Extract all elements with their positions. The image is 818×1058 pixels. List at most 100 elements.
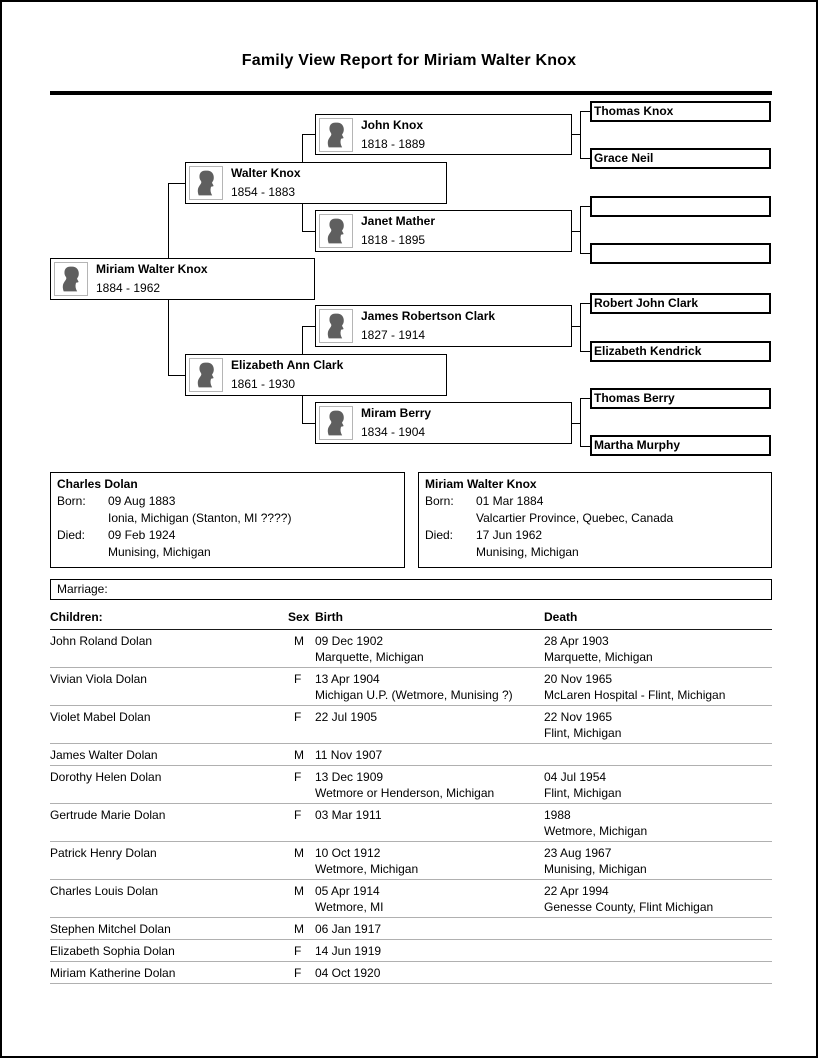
child-birth-date: 09 Dec 1902 bbox=[315, 634, 384, 648]
children-table-row: Elizabeth Sophia Dolan F 14 Jun 1919 bbox=[50, 940, 772, 962]
person-name: Janet Mather bbox=[361, 214, 436, 228]
child-sex: F bbox=[294, 672, 302, 686]
born-place: Ionia, Michigan (Stanton, MI ????) bbox=[108, 511, 292, 525]
child-birth-date: 10 Oct 1912 bbox=[315, 846, 381, 860]
child-birth-place: Wetmore or Henderson, Michigan bbox=[315, 786, 495, 800]
born-place: Valcartier Province, Quebec, Canada bbox=[476, 511, 674, 525]
tree-box-great-grandparent-grace-neil: Grace Neil bbox=[590, 148, 771, 169]
person-name: Thomas Knox bbox=[594, 104, 674, 118]
child-name: John Roland Dolan bbox=[50, 634, 153, 648]
children-table-row: Stephen Mitchel Dolan M 06 Jan 1917 bbox=[50, 918, 772, 940]
child-death-date: 1988 bbox=[544, 808, 571, 822]
tree-connector-line bbox=[302, 423, 315, 424]
child-birth-place: Wetmore, Michigan bbox=[315, 862, 419, 876]
child-birth-date: 14 Jun 1919 bbox=[315, 944, 382, 958]
tree-connector-line bbox=[572, 231, 580, 232]
born-label: Born: bbox=[57, 494, 86, 508]
died-label: Died: bbox=[425, 528, 454, 542]
child-birth-date: 06 Jan 1917 bbox=[315, 922, 382, 936]
children-table: Children: Sex Birth Death John Roland Do… bbox=[50, 606, 772, 984]
person-name: Robert John Clark bbox=[594, 296, 699, 310]
child-name: Violet Mabel Dolan bbox=[50, 710, 151, 724]
child-sex: M bbox=[294, 884, 304, 898]
child-name: Patrick Henry Dolan bbox=[50, 846, 157, 860]
tree-connector-line bbox=[580, 206, 590, 207]
tree-connector-line bbox=[580, 446, 590, 447]
tree-connector-line bbox=[580, 111, 590, 112]
person-dates: 1854 - 1883 bbox=[231, 185, 296, 199]
tree-connector-line bbox=[580, 398, 590, 399]
tree-box-father: Walter Knox 1854 - 1883 bbox=[185, 162, 447, 204]
person-name: Miram Berry bbox=[361, 406, 432, 420]
tree-connector-line bbox=[168, 183, 185, 184]
child-death-date: 23 Aug 1967 bbox=[544, 846, 612, 860]
died-place: Munising, Michigan bbox=[108, 545, 211, 559]
child-death bbox=[544, 965, 772, 981]
spouse-detail-panel: Charles Dolan Born:09 Aug 1883 Ionia, Mi… bbox=[50, 472, 405, 568]
person-name: Grace Neil bbox=[594, 151, 654, 165]
child-sex: M bbox=[294, 846, 304, 860]
child-sex: F bbox=[294, 944, 302, 958]
person-dates: 1818 - 1889 bbox=[361, 136, 426, 151]
tree-connector-line bbox=[580, 253, 590, 254]
tree-connector-line bbox=[302, 326, 315, 327]
tree-connector-line bbox=[580, 111, 581, 159]
child-name: Dorothy Helen Dolan bbox=[50, 770, 162, 784]
child-birth-place: Wetmore, MI bbox=[315, 900, 384, 914]
child-birth-date: 22 Jul 1905 bbox=[315, 710, 378, 724]
tree-connector-line bbox=[572, 423, 580, 424]
child-name: Gertrude Marie Dolan bbox=[50, 808, 166, 822]
person-silhouette-icon bbox=[319, 214, 353, 248]
person-dates: 1818 - 1895 bbox=[361, 233, 426, 247]
person-name: James Robertson Clark bbox=[361, 309, 496, 323]
person-name: Walter Knox bbox=[231, 166, 301, 180]
header-sex: Sex bbox=[288, 610, 310, 624]
child-sex: M bbox=[294, 634, 304, 648]
tree-connector-line bbox=[580, 303, 581, 352]
child-death-date: 22 Nov 1965 bbox=[544, 710, 613, 724]
children-table-row: James Walter Dolan M 11 Nov 1907 bbox=[50, 744, 772, 766]
died-date: 17 Jun 1962 bbox=[476, 528, 543, 542]
person-name: Thomas Berry bbox=[594, 391, 675, 405]
person-silhouette-icon bbox=[319, 309, 353, 343]
tree-box-grandparent-james-robertson-clark: James Robertson Clark 1827 - 1914 bbox=[315, 305, 572, 347]
page-title: Family View Report for Miriam Walter Kno… bbox=[241, 52, 577, 69]
born-label: Born: bbox=[425, 494, 454, 508]
child-sex: F bbox=[294, 808, 302, 822]
person-name: John Knox bbox=[361, 117, 423, 132]
title-rule bbox=[50, 91, 772, 95]
died-date: 09 Feb 1924 bbox=[108, 528, 176, 542]
child-sex: M bbox=[294, 748, 304, 762]
tree-box-grandparent-janet-mather: Janet Mather 1818 - 1895 bbox=[315, 210, 572, 252]
tree-box-great-grandparent-thomas-knox: Thomas Knox bbox=[590, 101, 771, 122]
person-name: Miriam Walter Knox bbox=[96, 262, 208, 276]
child-birth-date: 04 Oct 1920 bbox=[315, 966, 381, 980]
children-table-row: Miriam Katherine Dolan F 04 Oct 1920 bbox=[50, 962, 772, 984]
person-dates: 1834 - 1904 bbox=[361, 425, 426, 439]
died-label: Died: bbox=[57, 528, 86, 542]
marriage-bar: Marriage: bbox=[50, 579, 772, 600]
tree-box-grandparent-john-knox: John Knox 1818 - 1889 bbox=[315, 114, 572, 155]
tree-connector-line bbox=[580, 398, 581, 446]
child-death-place: Marquette, Michigan bbox=[544, 650, 653, 664]
child-birth-place: Michigan U.P. (Wetmore, Munising ?) bbox=[315, 688, 513, 702]
header-children: Children: bbox=[50, 610, 103, 624]
tree-box-great-grandparent-martha-murphy: Martha Murphy bbox=[590, 435, 771, 456]
person-dates: 1827 - 1914 bbox=[361, 328, 426, 342]
